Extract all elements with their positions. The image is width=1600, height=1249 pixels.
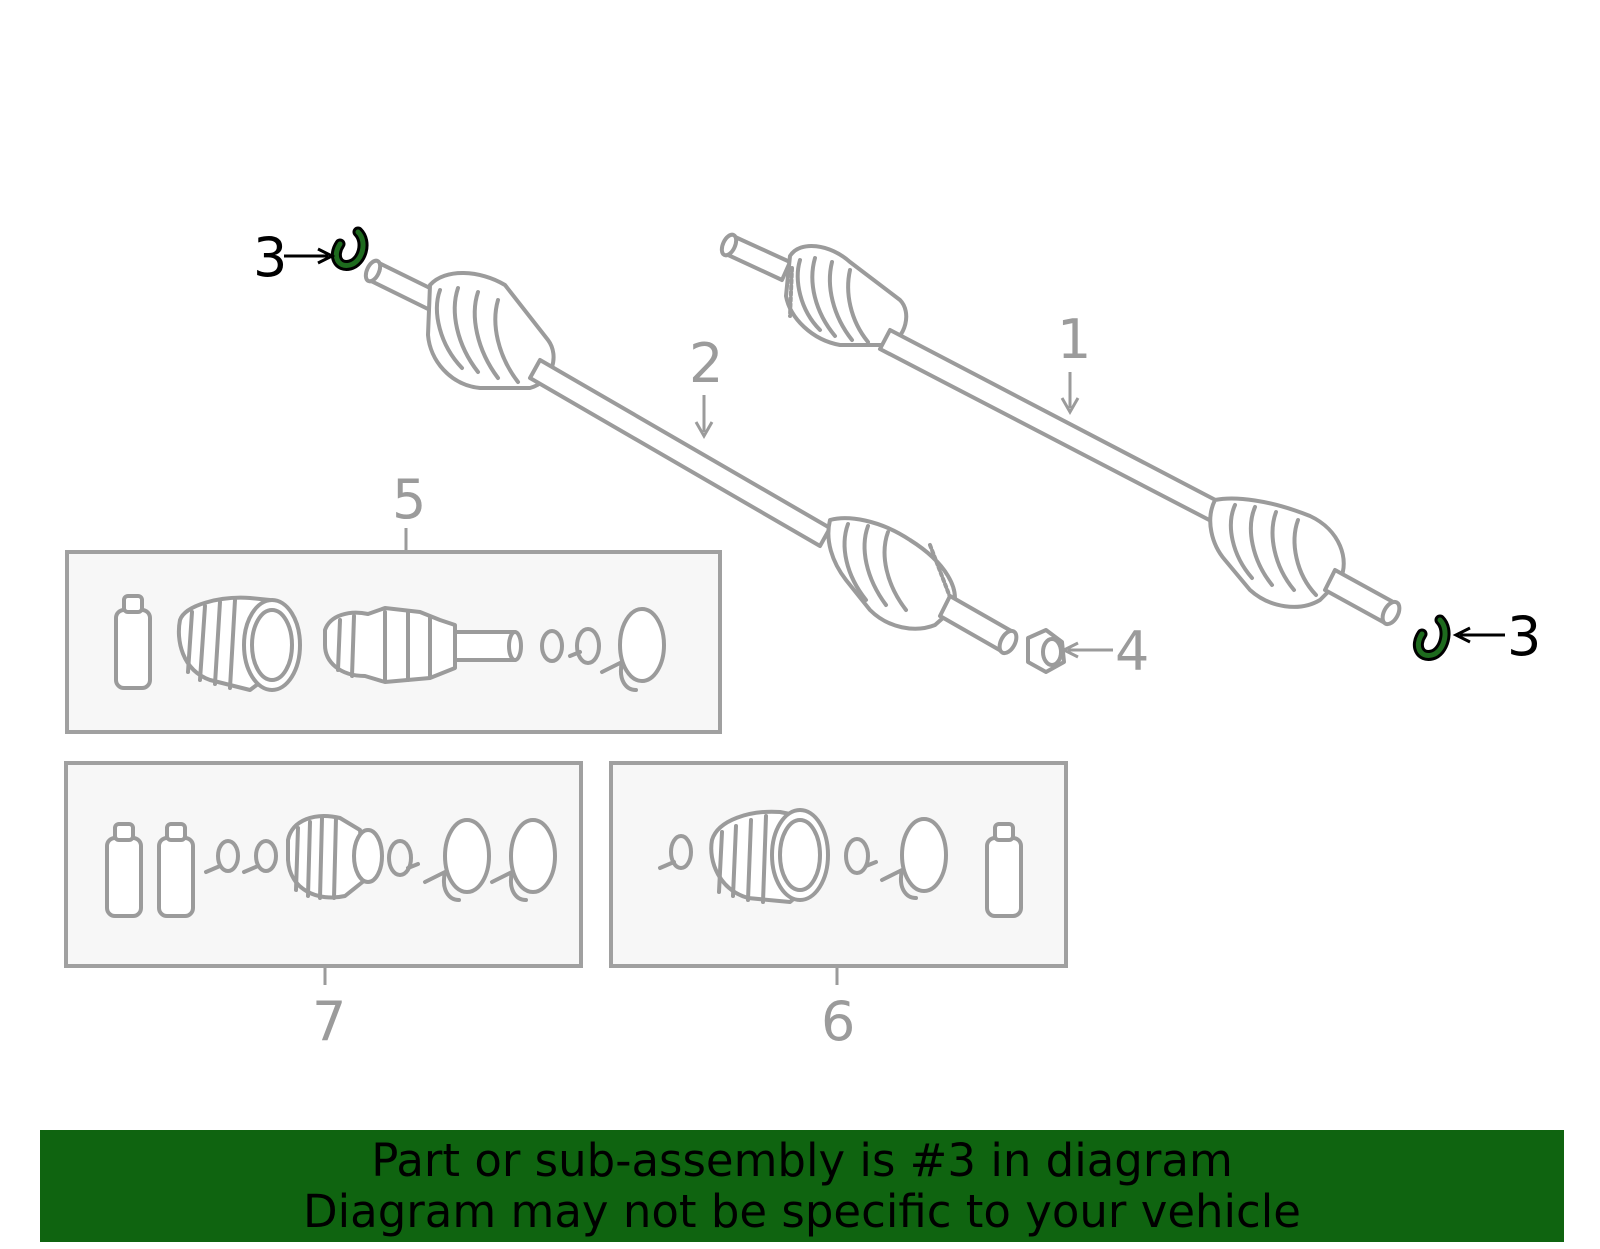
leader-3-right bbox=[1452, 626, 1505, 644]
circlip-left[interactable] bbox=[330, 226, 369, 271]
clamp-icon bbox=[204, 839, 278, 874]
axle-shaft-2[interactable] bbox=[363, 258, 1020, 656]
grease-tube-icon bbox=[157, 822, 195, 918]
callout-1: 1 bbox=[1057, 308, 1091, 371]
boot-icon bbox=[286, 814, 384, 900]
leader-2 bbox=[694, 395, 714, 440]
grease-tube-icon bbox=[105, 822, 143, 918]
callout-5: 5 bbox=[392, 468, 426, 531]
grease-tube-icon bbox=[114, 594, 152, 690]
circlip-right[interactable] bbox=[1412, 614, 1451, 661]
hub-nut[interactable] bbox=[1026, 628, 1066, 674]
seal-icon bbox=[490, 818, 557, 902]
leader-3-left bbox=[284, 247, 336, 265]
callout-3-right: 3 bbox=[1507, 605, 1541, 668]
boot-icon bbox=[176, 595, 302, 692]
callout-7: 7 bbox=[312, 990, 346, 1053]
seal-icon bbox=[600, 607, 666, 692]
banner-line-2: Diagram may not be specific to your vehi… bbox=[303, 1185, 1301, 1238]
seal-icon bbox=[880, 817, 948, 900]
clamp-icon bbox=[658, 834, 693, 870]
leader-4 bbox=[1060, 641, 1113, 659]
kit-5-box[interactable] bbox=[65, 550, 722, 734]
banner-line-1: Part or sub-assembly is #3 in diagram bbox=[371, 1134, 1233, 1187]
callout-6: 6 bbox=[821, 990, 855, 1053]
clamp-icon bbox=[387, 839, 420, 877]
leader-1 bbox=[1060, 372, 1080, 416]
clamp-icon bbox=[540, 627, 601, 665]
info-banner: Part or sub-assembly is #3 in diagram Di… bbox=[40, 1130, 1564, 1242]
kit-7-box[interactable] bbox=[64, 761, 583, 968]
callout-3-left: 3 bbox=[253, 226, 287, 289]
seal-icon bbox=[423, 818, 491, 902]
kit-6-box[interactable] bbox=[609, 761, 1068, 968]
clamp-icon bbox=[844, 837, 878, 875]
inner-joint-icon bbox=[323, 606, 523, 684]
axle-shaft-1[interactable] bbox=[719, 232, 1403, 627]
callout-4: 4 bbox=[1115, 620, 1149, 683]
boot-icon bbox=[709, 808, 830, 904]
callout-2: 2 bbox=[689, 332, 723, 395]
grease-tube-icon bbox=[985, 822, 1023, 918]
